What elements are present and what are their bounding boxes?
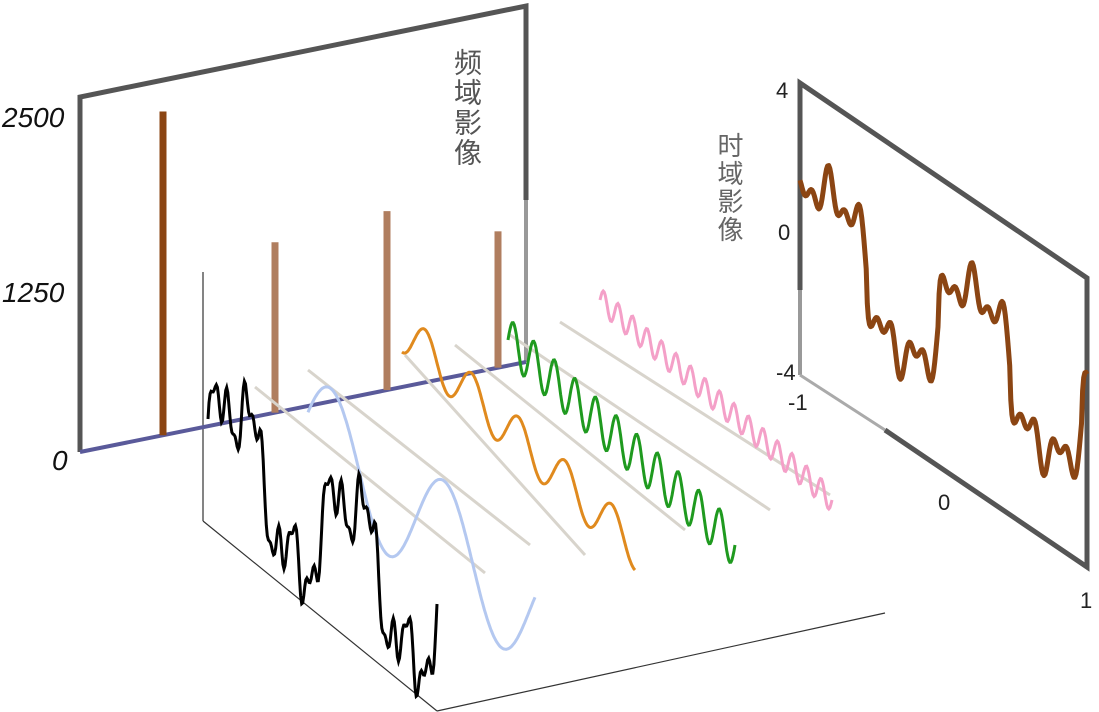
time-xtick-0: 0 bbox=[938, 490, 950, 515]
guide-line bbox=[403, 353, 587, 557]
time-domain-curve bbox=[797, 163, 1090, 480]
time-domain-title: 时域影像 bbox=[713, 132, 743, 244]
time-xtick-neg1: -1 bbox=[788, 390, 808, 415]
frequency-domain-title: 频域影像 bbox=[450, 48, 483, 168]
frequency-bar bbox=[383, 211, 391, 391]
floor-plane bbox=[202, 272, 886, 712]
frequency-bar bbox=[271, 242, 279, 413]
frequency-panel: 0 1250 2500 bbox=[1, 2, 529, 476]
time-panel: 4 0 -4 -1 0 1 bbox=[776, 78, 1092, 613]
frequency-frame bbox=[77, 2, 529, 452]
frequency-bar bbox=[159, 111, 167, 436]
time-ytick-neg4: -4 bbox=[776, 360, 796, 385]
time-xtick-1: 1 bbox=[1080, 588, 1092, 613]
guide-line bbox=[559, 320, 831, 497]
frequency-bar bbox=[494, 231, 502, 368]
freq-tick-2500: 2500 bbox=[1, 102, 65, 133]
component-wave-1 bbox=[306, 385, 537, 651]
time-frame-fade-bottom bbox=[799, 373, 886, 432]
guide-line bbox=[454, 343, 686, 532]
component-waves bbox=[206, 288, 834, 700]
floor-front-edge bbox=[436, 612, 886, 712]
floor-left-edge bbox=[202, 520, 438, 712]
time-ytick-4: 4 bbox=[776, 78, 788, 103]
guide-line bbox=[307, 368, 531, 547]
sum-signal-curve bbox=[206, 375, 439, 700]
freq-tick-1250: 1250 bbox=[2, 277, 65, 308]
component-wave-2 bbox=[401, 327, 637, 572]
time-frame bbox=[797, 78, 1090, 572]
guide-line bbox=[254, 385, 486, 575]
guide-lines bbox=[254, 320, 831, 575]
component-wave-4 bbox=[598, 288, 834, 512]
frequency-baseline bbox=[79, 360, 527, 454]
component-wave-3 bbox=[506, 321, 737, 564]
time-ytick-0: 0 bbox=[778, 220, 790, 245]
freq-tick-0: 0 bbox=[52, 445, 68, 476]
